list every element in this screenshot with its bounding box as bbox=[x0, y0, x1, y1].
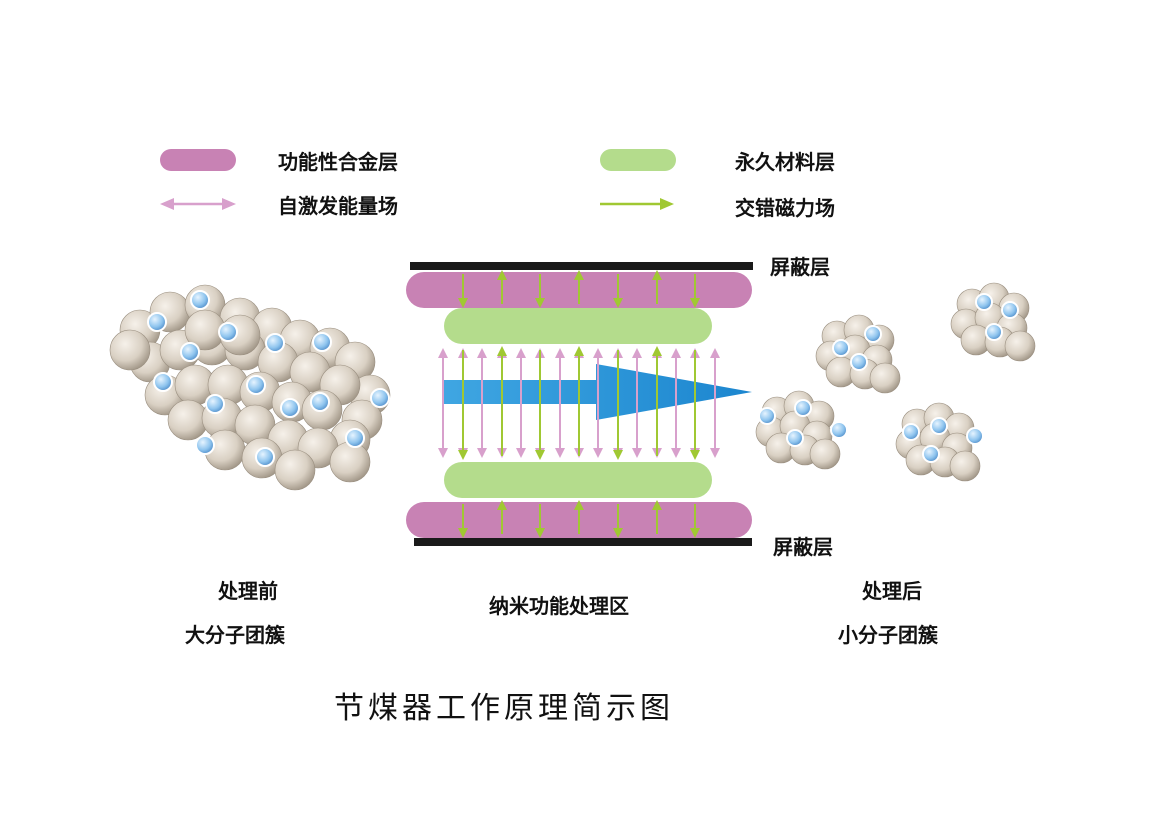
after-label: 处理后 bbox=[862, 579, 922, 603]
particle bbox=[830, 421, 848, 439]
particle bbox=[147, 312, 167, 332]
permanent-layer-top bbox=[444, 308, 712, 344]
field-lines bbox=[438, 270, 720, 538]
particle bbox=[786, 429, 804, 447]
diagram-caption: 节煤器工作原理简示图 bbox=[334, 691, 674, 726]
alloy-arrowhead bbox=[652, 500, 662, 510]
alloy-arrowhead bbox=[497, 270, 507, 280]
energy-arrowhead-up bbox=[438, 348, 448, 358]
energy-arrowhead-up bbox=[632, 348, 642, 358]
particle bbox=[902, 423, 920, 441]
after-sublabel: 小分子团簇 bbox=[838, 623, 938, 647]
permanent-layer-bottom bbox=[444, 462, 712, 498]
energy-arrowhead-up bbox=[593, 348, 603, 358]
energy-arrowhead-up bbox=[671, 348, 681, 358]
particle bbox=[265, 333, 285, 353]
magnetic-arrowhead bbox=[497, 346, 507, 356]
particle bbox=[180, 342, 200, 362]
molecule bbox=[274, 449, 316, 491]
legend-energy-arrow-icon bbox=[160, 198, 236, 210]
particle bbox=[345, 428, 365, 448]
legend-permanent-swatch bbox=[600, 149, 676, 171]
alloy-arrowhead bbox=[535, 528, 545, 538]
alloy-arrowhead bbox=[613, 298, 623, 308]
molecule bbox=[329, 441, 371, 483]
particle bbox=[280, 398, 300, 418]
particle bbox=[864, 325, 882, 343]
molecule bbox=[949, 450, 981, 482]
particle bbox=[922, 445, 940, 463]
alloy-arrowhead bbox=[574, 500, 584, 510]
magnetic-arrowhead bbox=[613, 450, 623, 460]
legend-alloy-swatch bbox=[160, 149, 236, 171]
particle bbox=[1001, 301, 1019, 319]
before-label: 处理前 bbox=[218, 579, 278, 603]
legend-energy-label: 自激发能量场 bbox=[278, 194, 398, 218]
molecule bbox=[1004, 330, 1036, 362]
particle bbox=[850, 353, 868, 371]
particle bbox=[190, 290, 210, 310]
zone-label: 纳米功能处理区 bbox=[489, 594, 629, 618]
particle bbox=[310, 392, 330, 412]
molecule bbox=[809, 438, 841, 470]
particle bbox=[153, 372, 173, 392]
energy-arrowhead-down bbox=[593, 448, 603, 458]
particle bbox=[966, 427, 984, 445]
particle bbox=[930, 417, 948, 435]
magnetic-arrowhead bbox=[458, 450, 468, 460]
legend-permanent-label: 永久材料层 bbox=[735, 150, 835, 174]
alloy-arrowhead bbox=[535, 298, 545, 308]
magnetic-arrowhead bbox=[690, 450, 700, 460]
shield-plate-top bbox=[410, 262, 753, 270]
energy-arrowhead-up bbox=[477, 348, 487, 358]
energy-arrowhead-down bbox=[671, 448, 681, 458]
shield-top-label: 屏蔽层 bbox=[770, 255, 830, 279]
energy-arrowhead-up bbox=[710, 348, 720, 358]
energy-arrowhead-up bbox=[516, 348, 526, 358]
particle bbox=[370, 388, 390, 408]
particle bbox=[832, 339, 850, 357]
energy-arrowhead-down bbox=[555, 448, 565, 458]
energy-arrowhead-down bbox=[516, 448, 526, 458]
magnetic-arrowhead bbox=[652, 346, 662, 356]
particle bbox=[255, 447, 275, 467]
legend-magnetic-label: 交错磁力场 bbox=[735, 196, 835, 220]
energy-arrowhead-down bbox=[477, 448, 487, 458]
shield-plate-bottom bbox=[414, 538, 752, 546]
energy-arrowhead-down bbox=[438, 448, 448, 458]
particle bbox=[246, 375, 266, 395]
alloy-arrowhead bbox=[458, 298, 468, 308]
magnetic-arrowhead bbox=[574, 346, 584, 356]
alloy-arrowhead bbox=[497, 500, 507, 510]
molecule bbox=[869, 362, 901, 394]
legend-alloy-label: 功能性合金层 bbox=[278, 150, 398, 174]
particle bbox=[218, 322, 238, 342]
particle bbox=[975, 293, 993, 311]
alloy-arrowhead bbox=[652, 270, 662, 280]
particle bbox=[985, 323, 1003, 341]
legend-magnetic-arrow-icon bbox=[600, 198, 674, 210]
alloy-arrowhead bbox=[574, 270, 584, 280]
particle bbox=[794, 399, 812, 417]
alloy-arrowhead bbox=[690, 298, 700, 308]
alloy-arrowhead bbox=[613, 528, 623, 538]
alloy-arrowhead bbox=[690, 528, 700, 538]
particle bbox=[195, 435, 215, 455]
energy-arrowhead-down bbox=[710, 448, 720, 458]
particle bbox=[758, 407, 776, 425]
molecule-clusters bbox=[109, 282, 1036, 491]
alloy-arrowhead bbox=[458, 528, 468, 538]
before-sublabel: 大分子团簇 bbox=[185, 623, 285, 647]
energy-arrowhead-down bbox=[632, 448, 642, 458]
energy-arrowhead-up bbox=[555, 348, 565, 358]
molecule bbox=[109, 329, 151, 371]
magnetic-arrowhead bbox=[535, 450, 545, 460]
particle bbox=[205, 394, 225, 414]
shield-bottom-label: 屏蔽层 bbox=[773, 535, 833, 559]
particle bbox=[312, 332, 332, 352]
